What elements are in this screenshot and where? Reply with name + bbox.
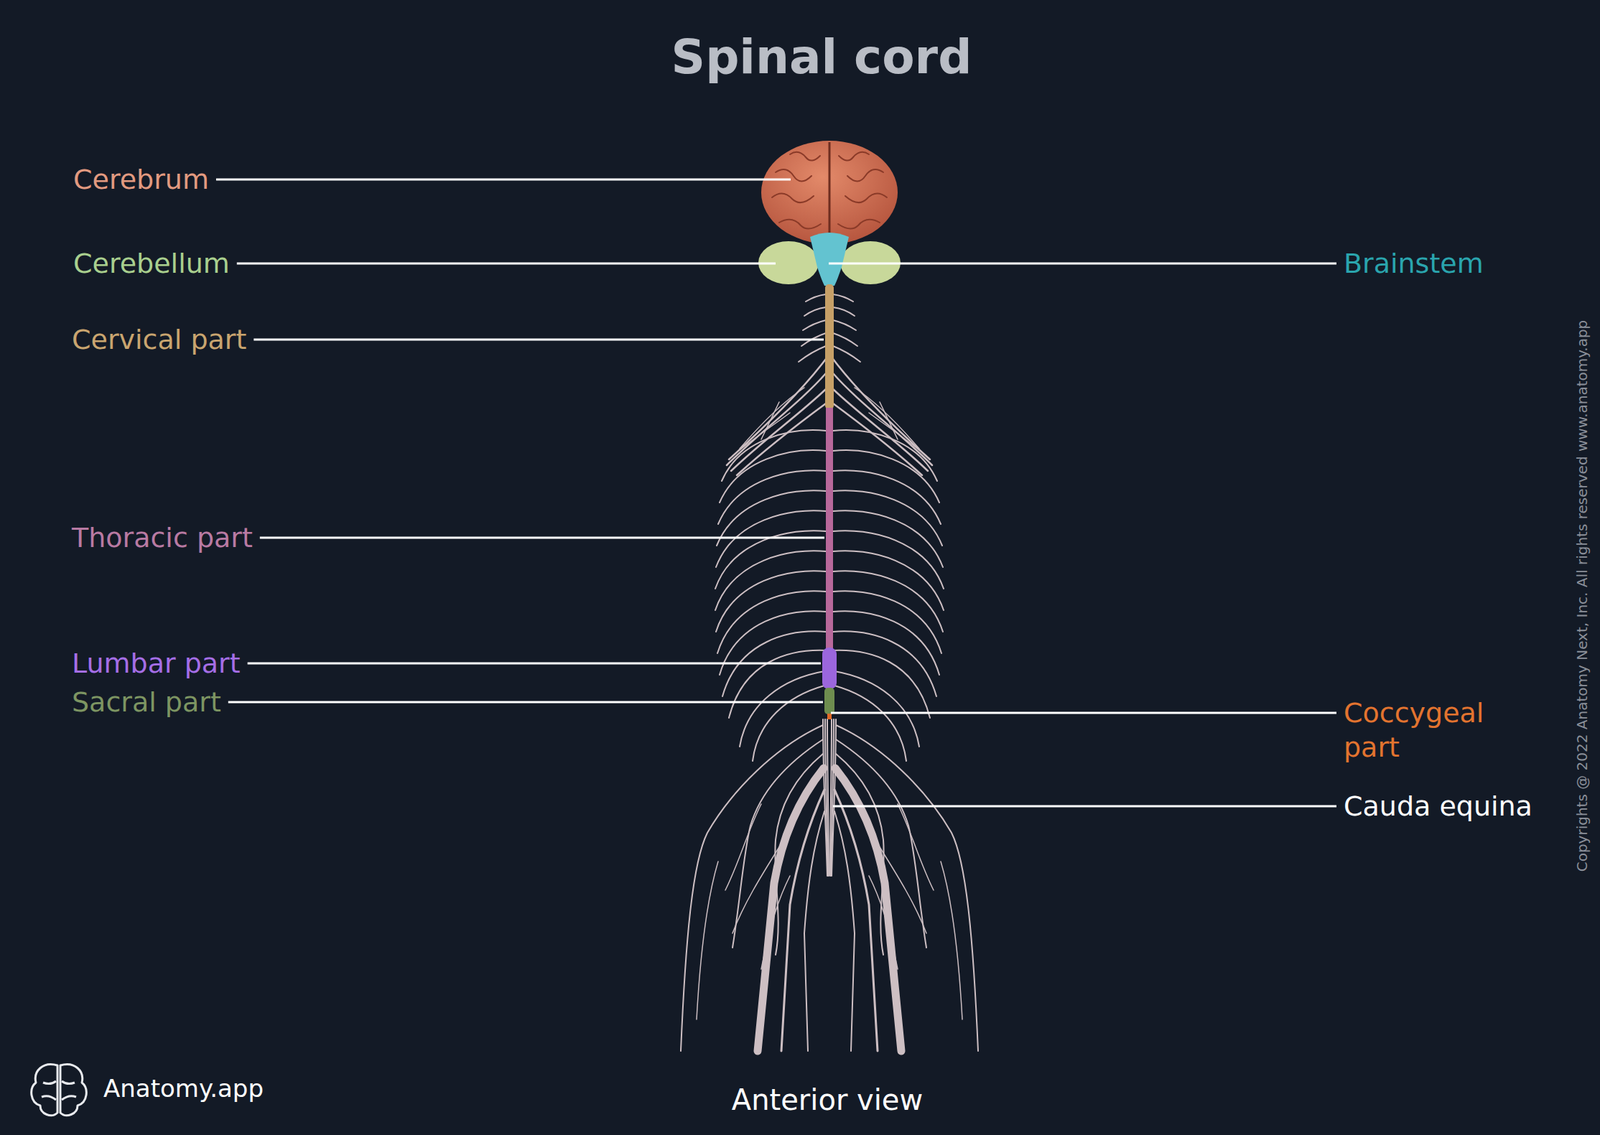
part-label: Cauda equina [1343,789,1533,823]
part-label: Brainstem [1343,247,1484,281]
part-label: Thoracic part [71,521,253,555]
leader-line [259,537,825,540]
copyright-note: Copyrights @ 2022 Anatomy Next, Inc. All… [1573,320,1591,873]
leader-line [247,662,821,665]
leader-line [833,805,1337,808]
leader-line [253,338,824,342]
leader-line [228,701,823,704]
part-label: Lumbar part [71,647,241,681]
leader-line [216,178,791,181]
leader-line [828,262,1337,265]
part-label: Sacral part [71,685,222,719]
title: Spinal cord [671,28,973,87]
leader-line [236,262,776,265]
logo-text: Anatomy.app [103,1074,264,1104]
leader-line [830,712,1337,715]
logo-icon [31,1064,87,1116]
view-caption: Anterior view [731,1082,923,1118]
part-label: Cerebrum [73,163,209,197]
part-label: Cervical part [71,323,247,357]
part-label: Coccygeal part [1343,695,1511,765]
part-label: Cerebellum [73,247,230,281]
